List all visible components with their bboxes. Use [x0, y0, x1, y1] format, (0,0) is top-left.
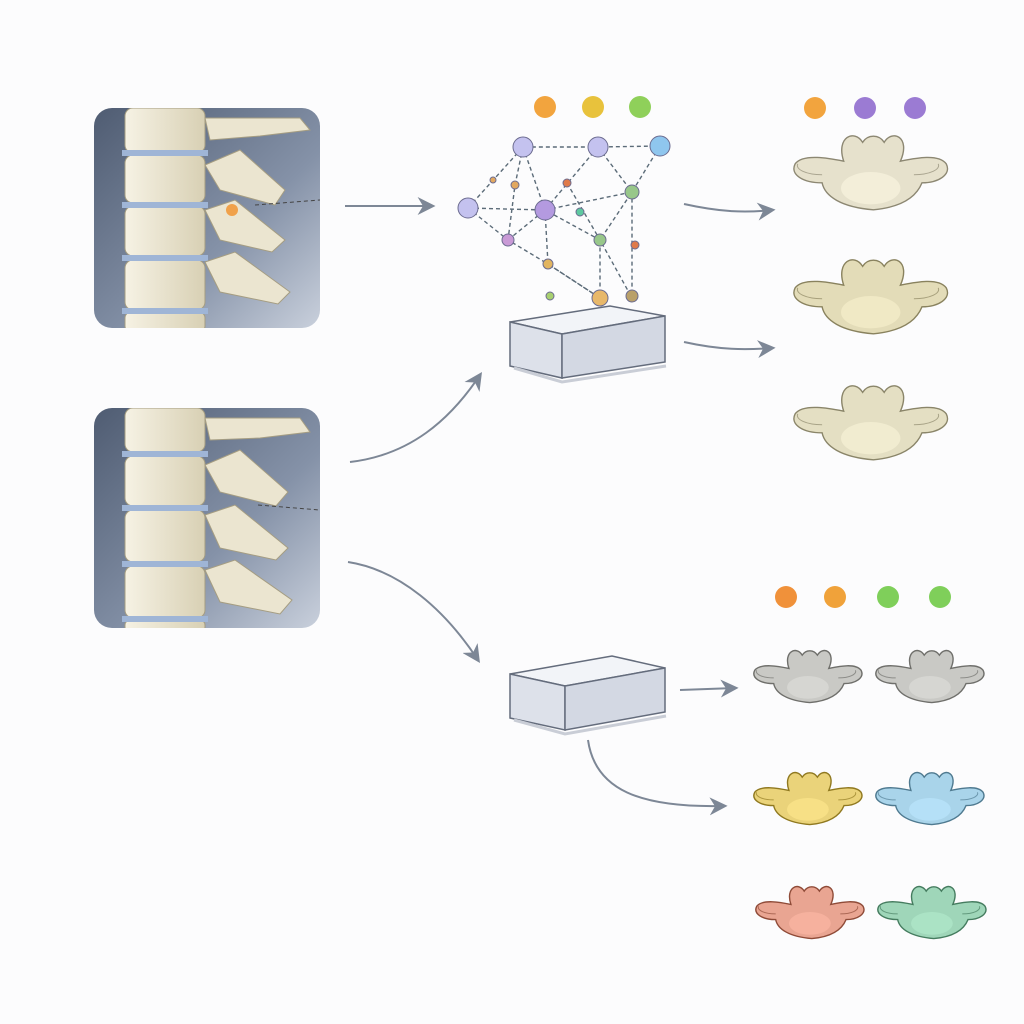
graph-legend-dots: [534, 96, 651, 118]
legend-dot: [854, 97, 876, 119]
arrow-graph-to-output-1: [683, 202, 776, 221]
spine-xray-icon: [122, 408, 320, 628]
vertebra-icon: [875, 649, 985, 704]
vertebra-icon: [753, 649, 863, 704]
arrow-box-to-grid: [679, 679, 739, 698]
vertebra-icon: [875, 771, 985, 826]
vertebra-icon: [793, 385, 949, 461]
segmentation-module: [509, 655, 667, 736]
vertebra-icon: [793, 259, 949, 335]
spine-image-bottom: [94, 408, 320, 628]
flow-arrows: [345, 197, 776, 816]
legend-dot: [824, 586, 846, 608]
spine-image-top: [94, 108, 320, 328]
vertebra-icon: [877, 885, 987, 940]
graph-network-module: [457, 96, 671, 384]
vertebra-icon: [793, 135, 949, 211]
graph-network-icon: [467, 145, 661, 299]
legend-dot: [904, 97, 926, 119]
vertebra-icon: [755, 885, 865, 940]
legend-dot: [775, 586, 797, 608]
legend-dot: [929, 586, 951, 608]
arrow-graph-to-output-2: [683, 340, 776, 359]
graph-nodes: [457, 135, 671, 307]
legend-dot: [877, 586, 899, 608]
arrow-box-to-grid-lower: [587, 739, 728, 816]
arrow-bottom-image-to-box: [347, 561, 480, 664]
vertebra-icon: [753, 771, 863, 826]
spine-xray-icon: [122, 108, 320, 328]
module-box-icon: [509, 655, 667, 736]
legend-dot: [804, 97, 826, 119]
classified-vertebrae-group: [793, 97, 949, 461]
colored-vertebrae-group: [753, 586, 987, 940]
arrow-bottom-image-to-graph: [349, 372, 482, 463]
graph-module-box: [509, 305, 667, 384]
